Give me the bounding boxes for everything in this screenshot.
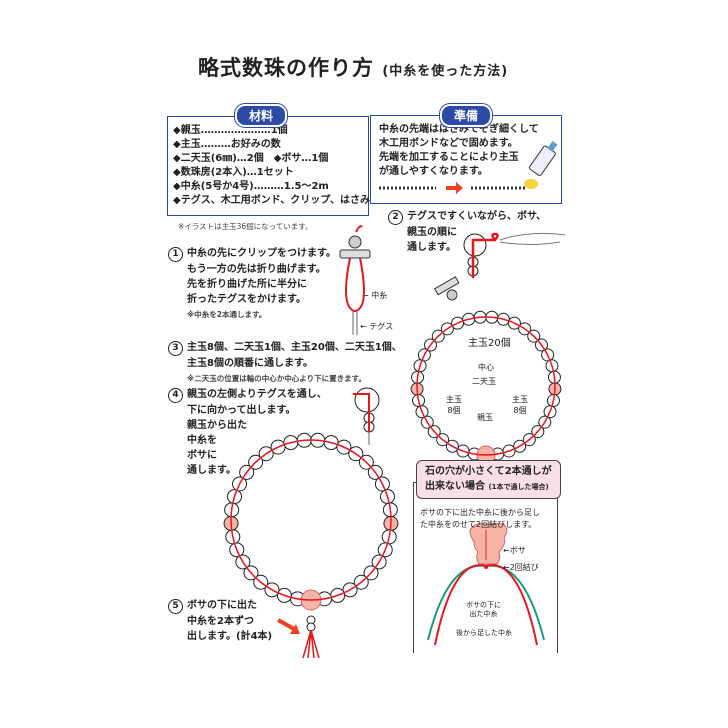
label-bosa: ←ボサ (503, 546, 526, 555)
step-number: 1 (168, 247, 183, 262)
step-line: 2 テグスですくいながら、ボサ、 (388, 209, 546, 225)
text-line: ◆テグス、木工用ボンド、クリップ、はさみ (173, 195, 370, 206)
label-outer-thread: 後から足した中糸 (456, 629, 512, 637)
step-text: ボサに (187, 450, 217, 461)
glue-bottle-icon (528, 141, 558, 176)
step-text: テグスですくいながら、ボサ、 (407, 211, 547, 222)
label-center: 中心 (478, 363, 494, 372)
small-ring (410, 310, 562, 465)
text-line: ◆親玉…………………1個 (173, 125, 288, 136)
label-tegusu: ← テグス (360, 322, 394, 331)
step-line: 通します。 (388, 240, 546, 255)
label-nitendama: 二天玉 (472, 377, 496, 386)
page-title: 略式数珠の作り方 (中糸を使った方法) (198, 52, 508, 82)
step-line: もう一方の先は折り曲げます。 (168, 262, 336, 277)
materials-heading: 材料 (235, 104, 288, 127)
arrow-icon (456, 182, 463, 194)
step-line: 5 ボサの下に出た (168, 598, 272, 614)
step-number: 5 (168, 599, 183, 614)
step-text: 先を折り曲げた所に半分に (187, 279, 307, 290)
title-main: 略式数珠の作り方 (198, 56, 374, 80)
step-line: 中糸を2本ずつ (168, 614, 272, 629)
step-line: 下に向かって出します。 (168, 403, 327, 418)
text-line: 先端を加工することにより主玉 (379, 152, 519, 163)
step-text: 主玉8個の順番に通します。 (187, 358, 313, 369)
materials-note: ※イラストは主玉36個になっています。 (178, 222, 313, 231)
text-line: ◆数珠房(2本入)…1セット (173, 167, 294, 178)
thread-ring (416, 316, 556, 456)
step-text: 出します。(計4本) (187, 631, 273, 642)
step-line: 1 中糸の先にクリップをつけます。 (168, 246, 336, 262)
label-shudama-20: 主玉20個 (468, 338, 511, 349)
step-number: 3 (168, 341, 183, 356)
step-text: 中糸を (187, 435, 217, 446)
step-text: 通します。 (187, 465, 236, 476)
prep-heading: 準備 (440, 104, 493, 127)
text-line: が通しやすくなります。 (379, 166, 488, 177)
step-line: 3 主玉8個、二天玉1個、主玉20個、二天玉1個、 (168, 340, 402, 356)
step-number: 2 (388, 210, 403, 225)
tassel-threads (277, 615, 320, 659)
step-text: 折ったテグスをかけます。 (187, 294, 306, 305)
step-line: ボサに (168, 448, 327, 463)
step4-illustration (353, 387, 380, 445)
step-text: 通します。 (407, 242, 456, 253)
step-2: 2 テグスですくいながら、ボサ、親玉の順に通します。 (388, 209, 546, 255)
alt-text: ボサの下に出た中糸に後から足した中糸をのせて2回結びします。 (414, 483, 557, 531)
step-text: もう一方の先は折り曲げます。 (187, 264, 326, 275)
step-line: 親玉の順に (388, 225, 546, 240)
text-line: ◆主玉………お好みの数 (173, 139, 281, 150)
step-line: 通します。 (168, 463, 327, 478)
thread-ring (230, 439, 392, 601)
text-line: 中糸の先端ははさみでそぎ細くして (379, 124, 539, 135)
step-4: 4 親玉の左側よりテグスを通し、下に向かって出します。親玉から出た中糸をボサに通し… (168, 387, 327, 478)
knot-diagram (427, 523, 545, 646)
prep-text: 中糸の先端ははさみでそぎ細くして木工用ボンドなどで固めます。先端を加工することに… (371, 116, 561, 179)
label-knot: ←2回結び (503, 563, 539, 572)
step-1: 1 中糸の先にクリップをつけます。もう一方の先は折り曲げます。先を折り曲げた所に半… (168, 246, 336, 322)
step-line: 親玉から出た (168, 418, 327, 433)
step-line: 先を折り曲げた所に半分に (168, 277, 336, 292)
text-line: 木工用ボンドなどで固めます。 (379, 138, 518, 149)
step-text: 中糸を2本ずつ (187, 616, 254, 627)
step-text: 親玉の左側よりテグスを通し、 (187, 389, 327, 400)
text-line: ◆中糸(5号か4号)………1.5〜2m (173, 181, 329, 192)
text-line: ボサの下に出た中糸に後から足し (420, 508, 540, 517)
arrow-icon (290, 624, 300, 634)
step-text: 下に向かって出します。 (187, 405, 296, 416)
step-number: 4 (168, 388, 183, 403)
step-text: 親玉の順に (407, 227, 457, 238)
text-line: た中糸をのせて2回結びします。 (420, 520, 537, 529)
glue-drop (524, 179, 538, 189)
step-note: ※中糸を2本通します。 (187, 310, 267, 319)
alt-heading: 石の穴が小さくて2本通しが出来ない場合 (1本で通した場合) (416, 460, 561, 499)
title-sub: (中糸を使った方法) (382, 64, 509, 79)
step-3: 3 主玉8個、二天玉1個、主玉20個、二天玉1個、主玉8個の順番に通します。 ※二天… (168, 340, 402, 386)
big-ring (223, 432, 399, 611)
prep-illustration (379, 141, 558, 194)
step-text: 中糸の先にクリップをつけます。 (187, 248, 336, 259)
step-text: 主玉8個、二天玉1個、主玉20個、二天玉1個、 (187, 342, 402, 353)
materials-list: ◆親玉…………………1個 ◆主玉………お好みの数 ◆二天玉(6㎜)…2個 ◆ボサ…1… (168, 117, 370, 208)
label-inner-thread: ボサの下に出た中糸 (466, 601, 501, 618)
step-text: ボサの下に出た (187, 600, 257, 611)
label-nakaito: ← 中糸 (362, 291, 388, 300)
step-line: 中糸を (168, 433, 327, 448)
step-line: 折ったテグスをかけます。 (168, 292, 336, 307)
clip-illustration (339, 225, 371, 335)
step-line: 主玉8個の順番に通します。 (168, 356, 402, 371)
step-text: 親玉から出た (187, 420, 247, 431)
step-5: 5 ボサの下に出た中糸を2本ずつ出します。(計4本) (168, 598, 272, 644)
step2-illustration (433, 232, 566, 301)
step-note: ※二天玉の位置は輪の中心か中心より下に置きます。 (187, 374, 366, 383)
text-line: ◆二天玉(6㎜)…2個 ◆ボサ…1個 (173, 153, 329, 164)
label-oyadama: 親玉 (477, 413, 493, 422)
step-line: 出します。(計4本) (168, 629, 272, 644)
step-line: 4 親玉の左側よりテグスを通し、 (168, 387, 327, 403)
